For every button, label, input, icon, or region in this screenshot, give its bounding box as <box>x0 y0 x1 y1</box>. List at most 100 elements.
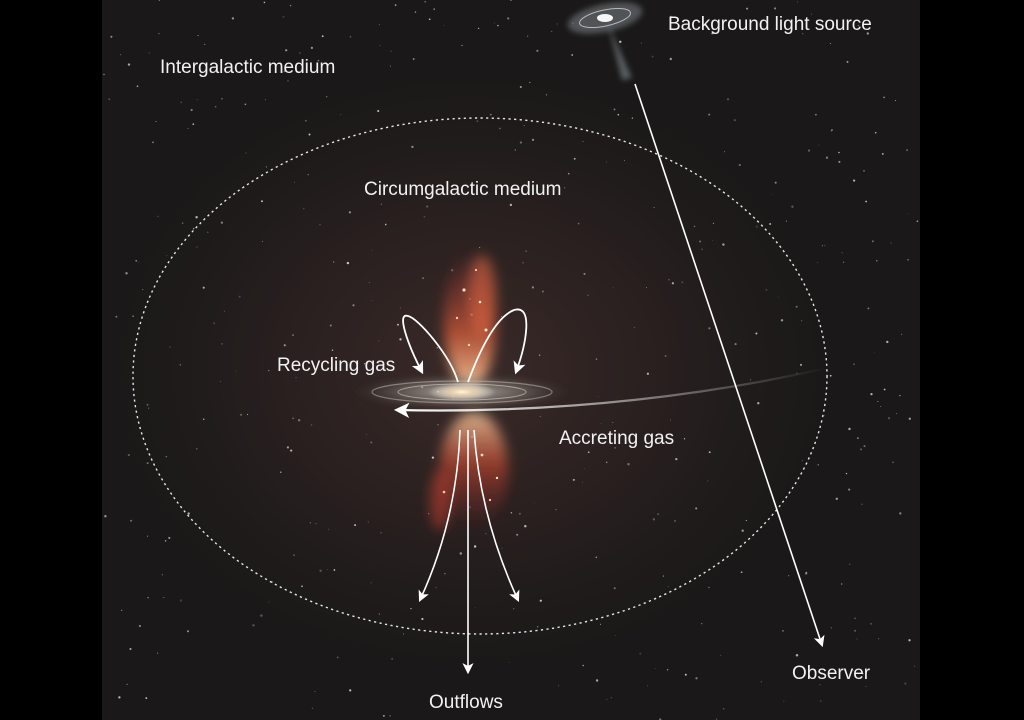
star <box>862 673 864 675</box>
star <box>577 222 580 225</box>
star <box>874 131 877 134</box>
star <box>633 326 636 329</box>
star <box>444 573 446 575</box>
star <box>223 310 225 312</box>
star <box>377 109 380 113</box>
star <box>476 120 479 123</box>
star <box>614 447 616 449</box>
star <box>780 319 784 322</box>
star <box>426 205 429 208</box>
star <box>285 49 288 52</box>
star <box>907 213 909 214</box>
star <box>600 423 602 425</box>
star <box>280 471 282 473</box>
star <box>595 679 599 682</box>
star <box>853 179 856 182</box>
star <box>615 634 617 636</box>
star <box>907 259 909 261</box>
star <box>675 457 678 461</box>
star <box>835 497 838 500</box>
star <box>519 85 522 89</box>
star <box>527 35 529 37</box>
star <box>443 24 445 26</box>
star <box>132 315 134 317</box>
star <box>681 281 684 283</box>
star <box>329 324 332 327</box>
star <box>459 552 463 555</box>
star <box>791 205 794 208</box>
star <box>501 547 503 549</box>
star <box>168 536 171 539</box>
star <box>795 654 799 657</box>
star <box>326 96 328 98</box>
star <box>668 278 670 281</box>
star <box>240 413 243 416</box>
star <box>733 119 736 122</box>
star <box>606 699 608 700</box>
star <box>294 181 296 183</box>
star <box>581 481 583 483</box>
recycling-loop-right <box>467 308 528 383</box>
outflow-plume-down <box>430 412 508 530</box>
star <box>221 343 223 345</box>
background-light-source-label: Background light source <box>668 14 872 35</box>
star <box>129 647 132 651</box>
star <box>394 4 397 6</box>
star <box>774 181 777 184</box>
star <box>865 200 867 203</box>
star <box>437 424 439 426</box>
star <box>529 81 531 84</box>
star <box>125 272 128 275</box>
star <box>567 172 570 175</box>
star <box>283 70 286 73</box>
star <box>582 140 584 143</box>
star <box>397 323 399 326</box>
star <box>286 446 290 449</box>
star <box>389 714 391 717</box>
star <box>473 545 477 548</box>
star <box>708 327 711 330</box>
star <box>760 681 763 683</box>
star <box>785 220 787 222</box>
star <box>801 460 803 462</box>
star <box>261 200 263 203</box>
star <box>180 101 183 104</box>
star <box>572 478 575 481</box>
star <box>545 94 547 96</box>
star <box>683 438 686 440</box>
star <box>158 32 160 35</box>
star <box>523 125 525 127</box>
star <box>202 286 205 289</box>
star <box>861 503 863 505</box>
star <box>693 225 696 228</box>
star <box>489 113 492 116</box>
star <box>726 98 730 101</box>
star <box>333 261 335 263</box>
star <box>801 32 804 35</box>
outflow-plume-up <box>444 250 496 390</box>
star <box>265 166 268 168</box>
star <box>821 245 823 247</box>
star <box>148 52 150 54</box>
star <box>625 45 626 47</box>
star <box>914 665 915 667</box>
star <box>310 46 313 50</box>
star <box>865 685 867 687</box>
outflow-arrow-right <box>473 429 520 603</box>
star <box>138 261 140 263</box>
star <box>550 30 553 33</box>
star <box>848 488 851 491</box>
star <box>314 690 316 693</box>
star <box>110 35 113 38</box>
outflow-sparkles <box>442 268 499 502</box>
star <box>646 372 650 375</box>
star <box>525 250 527 252</box>
space-panel: Background light source Intergalactic me… <box>102 0 920 720</box>
star <box>383 715 385 717</box>
star <box>854 617 856 620</box>
star <box>738 163 741 167</box>
star <box>289 4 292 7</box>
star <box>757 402 760 405</box>
star <box>221 98 223 100</box>
star <box>582 664 585 667</box>
